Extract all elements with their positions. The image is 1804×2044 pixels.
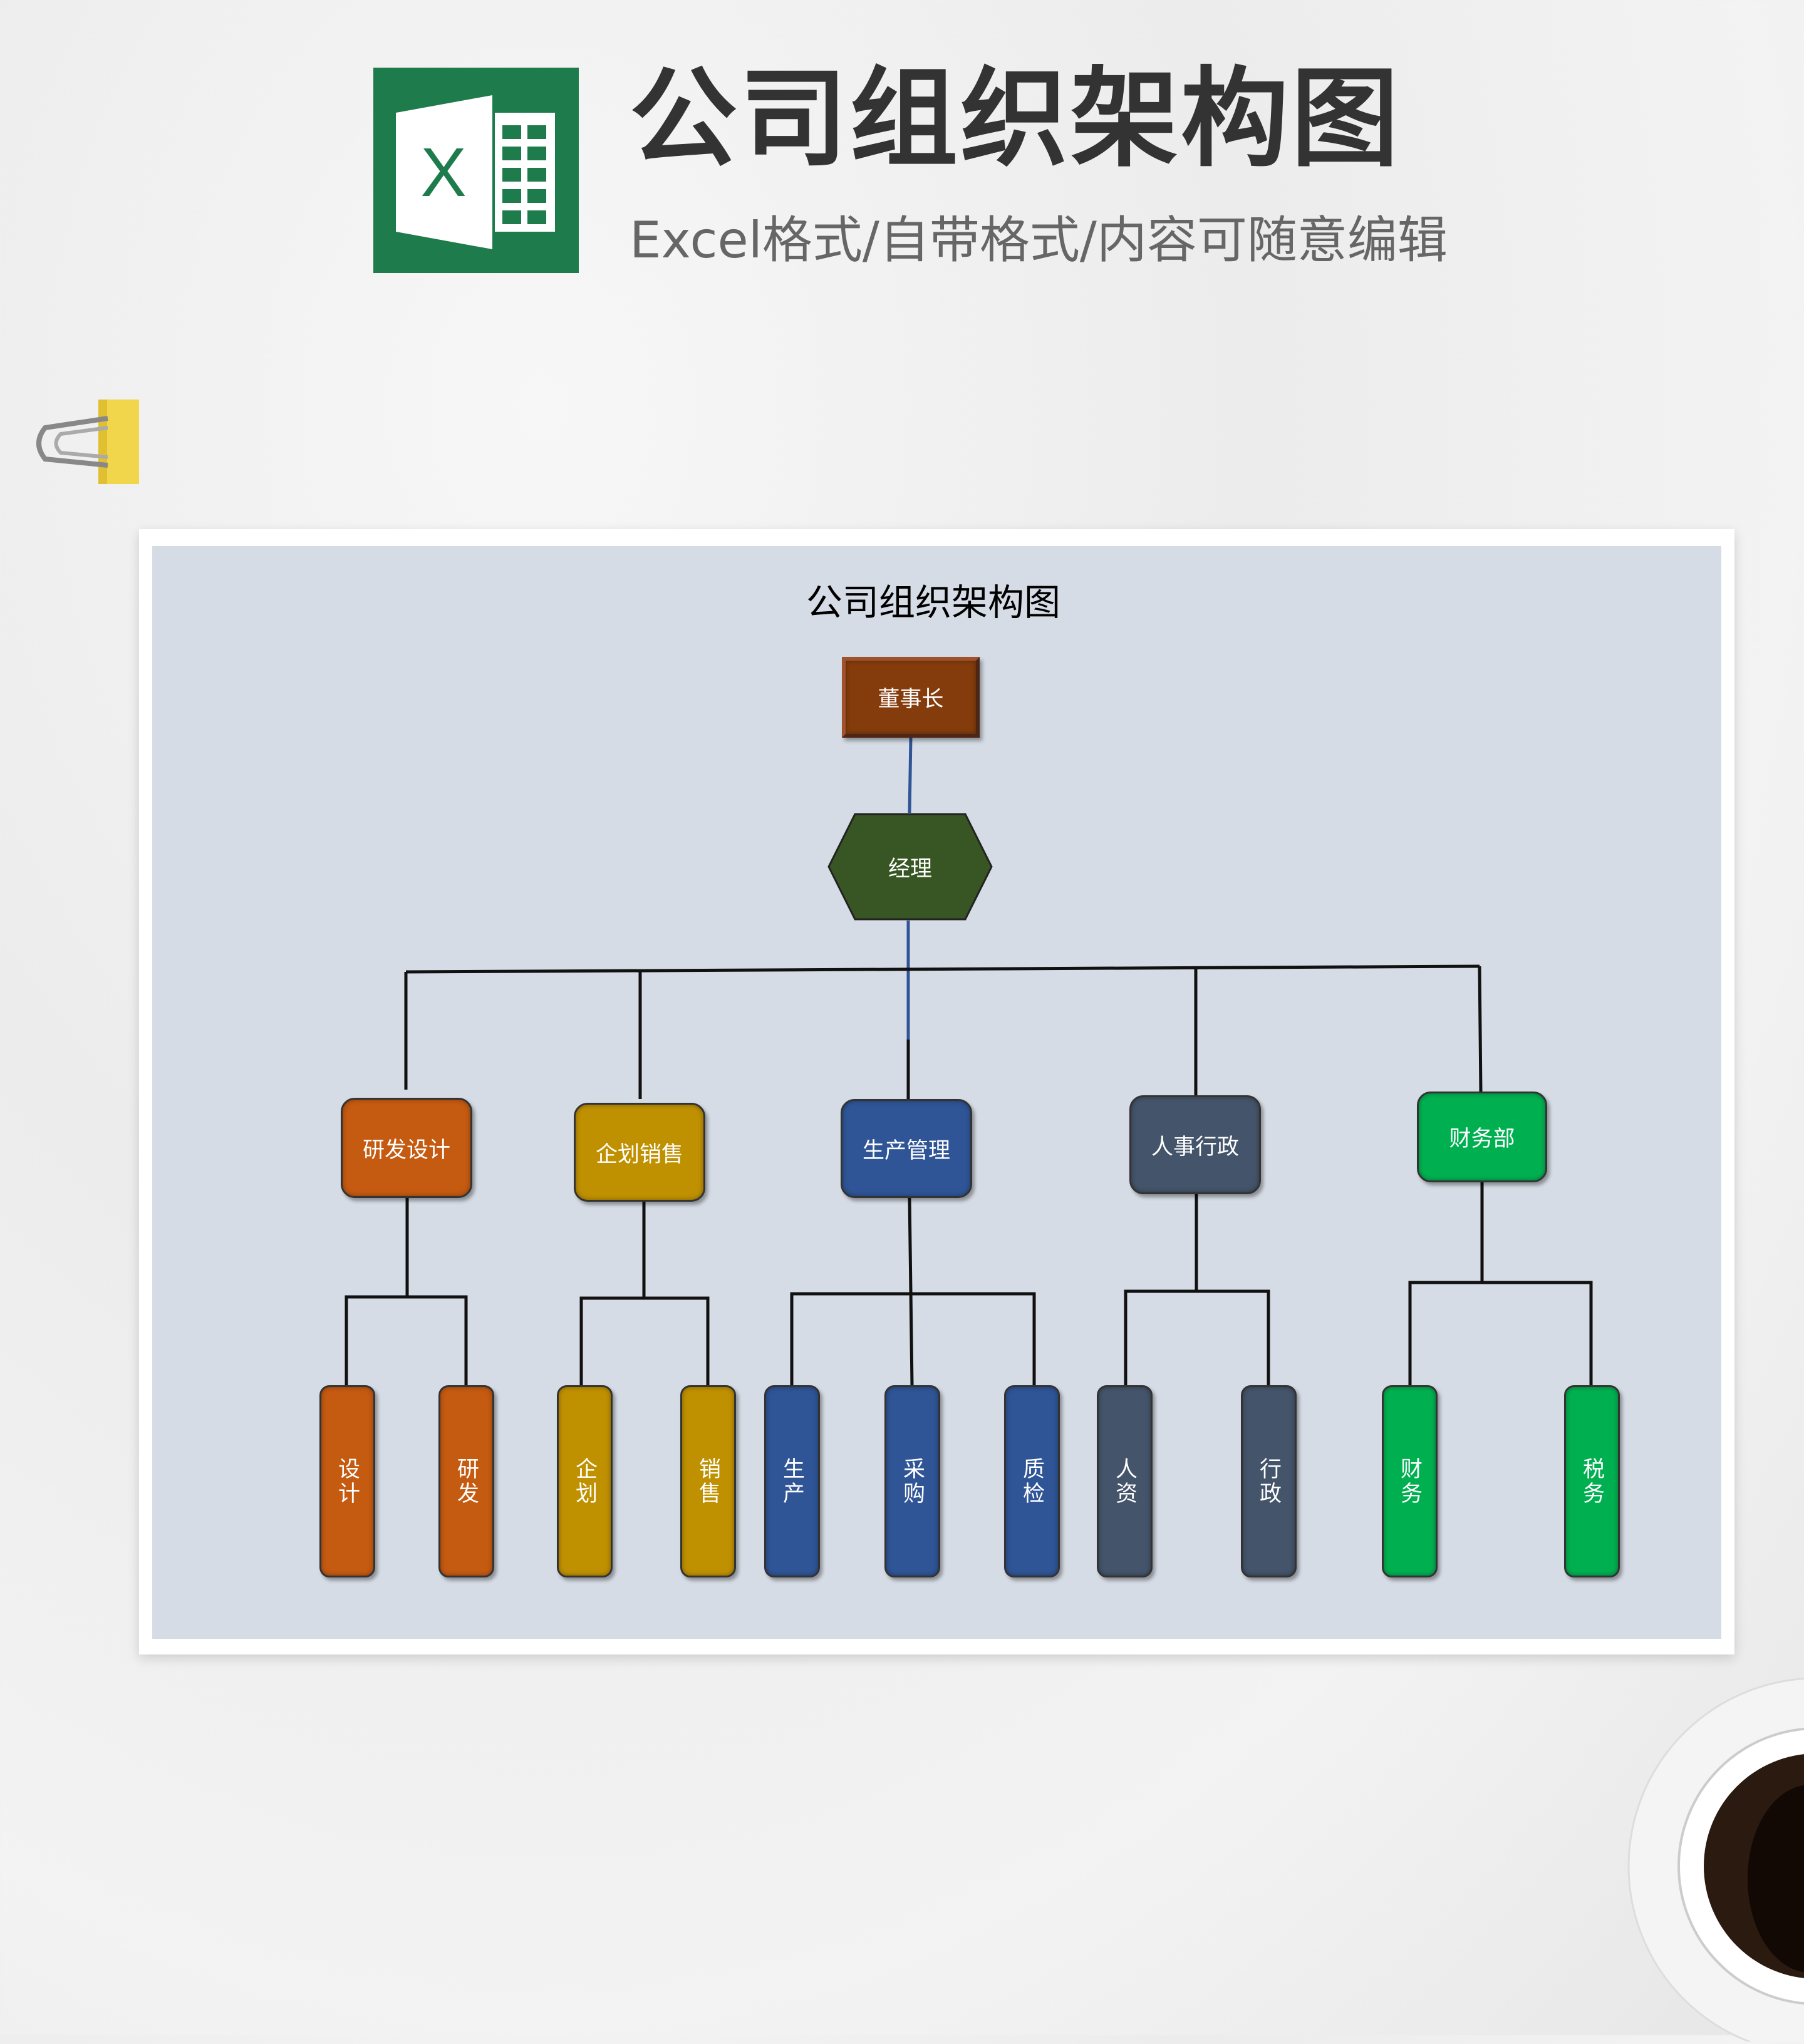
node-label: 董事长 bbox=[878, 687, 944, 712]
node-dept-marketing[interactable]: 企划销售 bbox=[574, 1103, 705, 1202]
node-leaf[interactable]: 质检 bbox=[1004, 1385, 1060, 1577]
node-label: 行政 bbox=[1256, 1457, 1281, 1506]
page-title: 公司组织架构图 bbox=[630, 56, 1401, 182]
node-label: 人资 bbox=[1112, 1457, 1137, 1506]
node-label: 生产 bbox=[779, 1457, 804, 1506]
node-label: 销售 bbox=[695, 1457, 720, 1506]
excel-logo: X bbox=[373, 68, 579, 273]
node-dept-rd[interactable]: 研发设计 bbox=[341, 1098, 472, 1198]
node-leaf[interactable]: 财务 bbox=[1382, 1385, 1438, 1577]
node-label: 质检 bbox=[1019, 1457, 1044, 1506]
node-label: 人事行政 bbox=[1151, 1134, 1239, 1160]
node-label: 财务 bbox=[1397, 1457, 1422, 1506]
node-label: 采购 bbox=[899, 1457, 925, 1506]
node-label: 财务部 bbox=[1449, 1127, 1515, 1152]
hexagon-shape bbox=[827, 813, 993, 921]
node-leaf[interactable]: 人资 bbox=[1097, 1385, 1153, 1577]
node-leaf[interactable]: 设计 bbox=[319, 1385, 375, 1577]
node-dept-finance[interactable]: 财务部 bbox=[1417, 1092, 1547, 1182]
binder-clip-icon bbox=[33, 400, 142, 487]
node-leaf[interactable]: 生产 bbox=[764, 1385, 820, 1577]
coffee-cup-decoration bbox=[1610, 1653, 1804, 2044]
node-leaf[interactable]: 研发 bbox=[438, 1385, 494, 1577]
node-leaf[interactable]: 销售 bbox=[680, 1385, 736, 1577]
excel-icon: X bbox=[396, 95, 555, 249]
node-dept-production[interactable]: 生产管理 bbox=[841, 1099, 972, 1198]
svg-text:X: X bbox=[420, 134, 466, 211]
node-label: 研发 bbox=[454, 1457, 479, 1506]
node-label: 企划 bbox=[572, 1457, 597, 1506]
chart-title: 公司组织架构图 bbox=[806, 581, 1060, 624]
node-label: 研发设计 bbox=[362, 1137, 450, 1163]
node-leaf[interactable]: 采购 bbox=[884, 1385, 940, 1577]
node-manager[interactable]: 经理 bbox=[827, 813, 993, 921]
node-leaf[interactable]: 行政 bbox=[1241, 1385, 1297, 1577]
node-label: 税务 bbox=[1579, 1457, 1604, 1506]
node-label: 设计 bbox=[334, 1457, 360, 1506]
node-label: 经理 bbox=[888, 856, 932, 882]
node-leaf[interactable]: 企划 bbox=[557, 1385, 613, 1577]
node-label: 企划销售 bbox=[595, 1142, 683, 1167]
page-subtitle: Excel格式/自带格式/内容可随意编辑 bbox=[630, 211, 1448, 269]
node-label: 生产管理 bbox=[862, 1138, 950, 1164]
node-leaf[interactable]: 税务 bbox=[1564, 1385, 1620, 1577]
node-dept-hr[interactable]: 人事行政 bbox=[1129, 1095, 1261, 1194]
node-chairman[interactable]: 董事长 bbox=[842, 657, 980, 738]
